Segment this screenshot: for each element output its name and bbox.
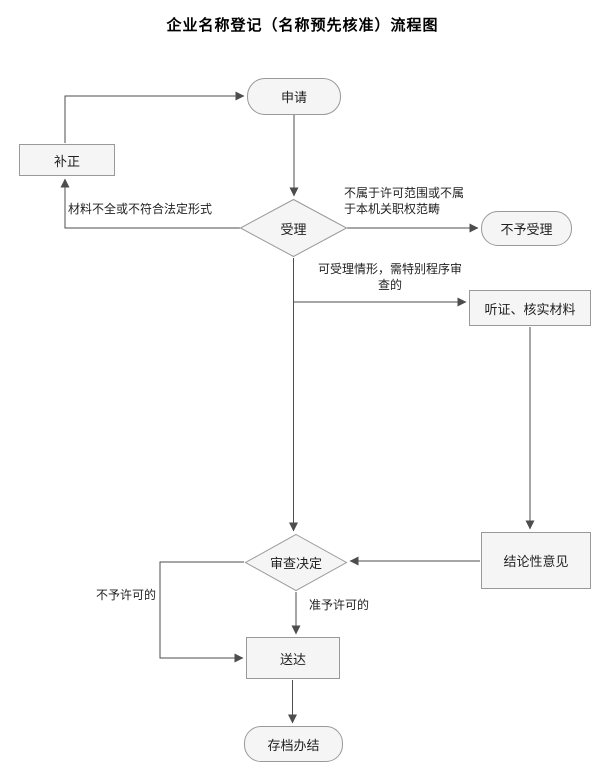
- node-review-decision-label: 审查决定: [269, 557, 322, 572]
- node-apply-label: 申请: [280, 91, 307, 106]
- node-accept: 受理: [239, 198, 348, 258]
- node-reject-accept-label: 不予受理: [500, 223, 553, 238]
- edge-accept-correction: [60, 178, 240, 229]
- diamond-shape: [244, 533, 348, 592]
- edge-label-permitted: 准予许可的: [309, 598, 370, 612]
- edge-correction-apply: [64, 91, 245, 143]
- edge-label-out-of-scope: 不属于许可范围或不属 于本机关职权范畴: [344, 186, 465, 217]
- node-delivery-label: 送达: [279, 652, 306, 668]
- node-delivery: 送达: [246, 637, 340, 679]
- edge-label-incomplete-materials: 材料不全或不符合法定形式: [68, 202, 213, 216]
- node-conclusion-label: 结论性意见: [503, 555, 569, 570]
- node-hearing-label: 听证、核实材料: [484, 302, 576, 318]
- node-reject-accept: 不予受理: [481, 211, 572, 246]
- edge-label-special-procedure: 可受理情形，需特别程序审 查的: [317, 262, 462, 293]
- node-archive: 存档办结: [244, 726, 343, 762]
- edge-review-delivery-denied: [159, 561, 244, 663]
- node-hearing: 听证、核实材料: [469, 290, 591, 326]
- node-review-decision: 审查决定: [244, 533, 348, 592]
- node-conclusion: 结论性意见: [481, 532, 591, 589]
- node-archive-label: 存档办结: [267, 738, 320, 754]
- node-correction: 补正: [19, 144, 115, 176]
- page-title: 企业名称登记（名称预先核准）流程图: [166, 16, 439, 34]
- node-accept-label: 受理: [280, 222, 307, 238]
- node-apply: 申请: [247, 78, 341, 115]
- diamond-shape: [239, 198, 348, 258]
- edge-label-not-permitted: 不予许可的: [96, 588, 157, 602]
- node-correction-label: 补正: [53, 154, 80, 170]
